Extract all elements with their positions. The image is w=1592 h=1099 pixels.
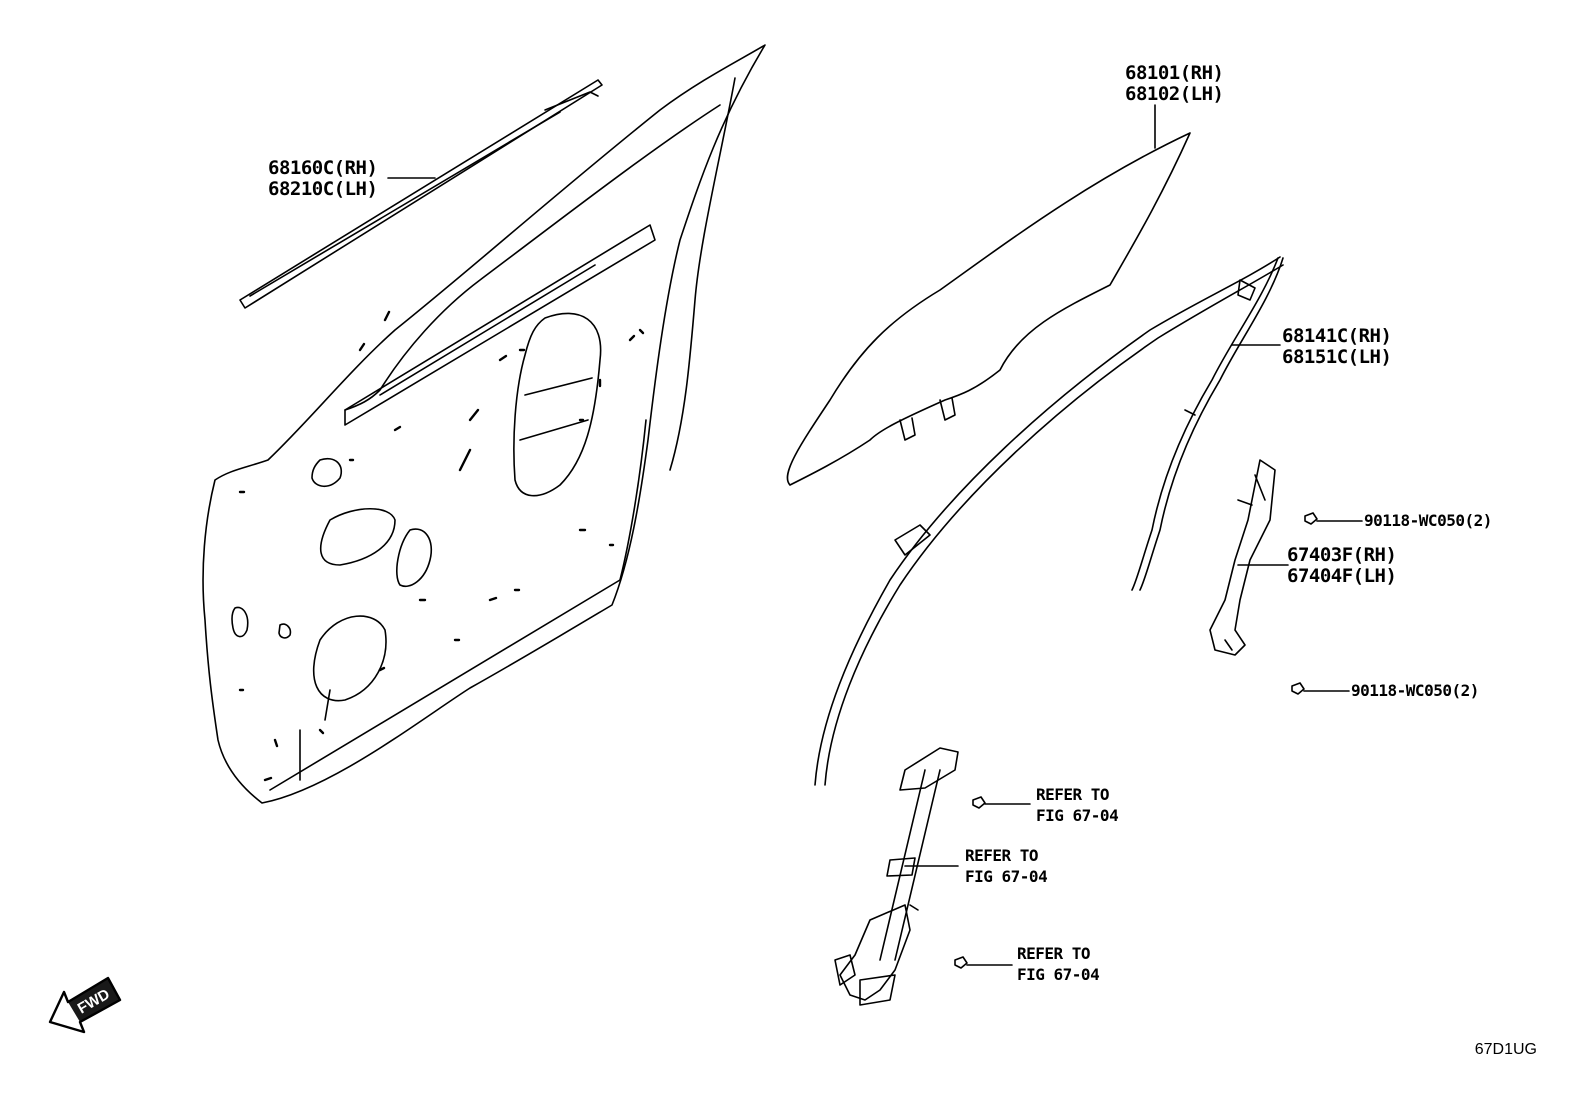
door-panel [202, 44, 766, 804]
label-refer-3-line2: FIG 67-04 [1017, 965, 1100, 984]
bolt-refer-1-icon [972, 796, 1031, 809]
label-glass: 68101(RH) 68102(LH) [1125, 62, 1224, 105]
run-channel [814, 256, 1284, 786]
door-glass [786, 132, 1191, 486]
label-channel-rh: 68141C(RH) [1282, 325, 1392, 347]
label-refer-2: REFER TO FIG 67-04 [965, 845, 1048, 887]
label-glass-lh: 68102(LH) [1125, 83, 1224, 105]
rear-sash [1209, 459, 1276, 656]
label-refer-3: REFER TO FIG 67-04 [1017, 943, 1100, 985]
label-glass-rh: 68101(RH) [1125, 62, 1224, 84]
bolt-refer-3-icon [954, 956, 1013, 969]
label-bolt-upper: 90118-WC050(2) [1364, 511, 1492, 530]
label-bolt-lower: 90118-WC050(2) [1351, 681, 1479, 700]
label-refer-1-line1: REFER TO [1036, 785, 1110, 804]
diagram-code: 67D1UG [1474, 1041, 1537, 1058]
label-sash: 67403F(RH) 67404F(LH) [1287, 544, 1397, 587]
label-refer-1-line2: FIG 67-04 [1036, 806, 1119, 825]
label-refer-1: REFER TO FIG 67-04 [1036, 784, 1119, 826]
label-molding-rh: 68160C(RH) [268, 157, 378, 179]
label-molding-lh: 68210C(LH) [268, 178, 378, 200]
label-refer-2-line2: FIG 67-04 [965, 867, 1048, 886]
label-refer-2-line1: REFER TO [965, 846, 1039, 865]
label-channel-lh: 68151C(LH) [1282, 346, 1392, 368]
label-sash-rh: 67403F(RH) [1287, 544, 1397, 566]
bolt-upper-icon [1304, 512, 1363, 525]
label-sash-lh: 67404F(LH) [1287, 565, 1397, 587]
bolt-lower-icon [1291, 682, 1350, 695]
label-refer-3-line1: REFER TO [1017, 944, 1091, 963]
label-molding: 68160C(RH) 68210C(LH) [268, 157, 378, 200]
label-channel: 68141C(RH) 68151C(LH) [1282, 325, 1392, 368]
window-regulator [834, 747, 959, 1006]
belt-molding [239, 79, 603, 309]
fwd-arrow-icon: FWD [48, 976, 122, 1034]
